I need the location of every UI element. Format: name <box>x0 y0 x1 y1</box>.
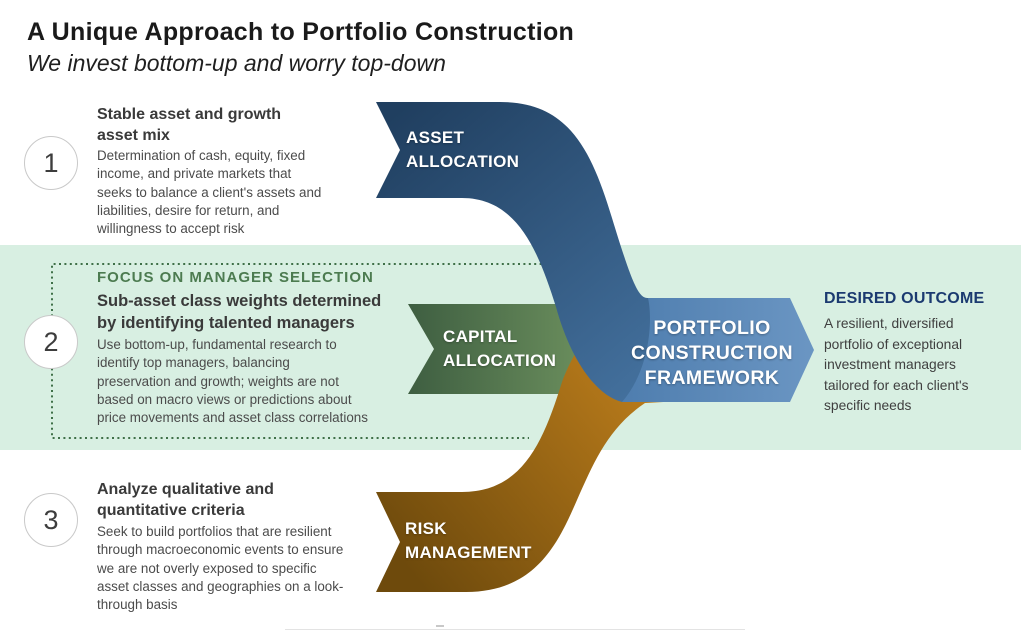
framework-arrow <box>622 298 814 402</box>
step-3-circle: 3 <box>24 493 78 547</box>
page-subtitle: We invest bottom-up and worry top-down <box>27 50 446 76</box>
framework-label: PORTFOLIO CONSTRUCTION FRAMEWORK <box>631 317 793 389</box>
step-2-circle: 2 <box>24 315 78 369</box>
desired-outcome-title: DESIRED OUTCOME <box>824 290 985 307</box>
step-1-heading: Stable asset and growth asset mix <box>97 106 282 144</box>
step-2-heading: Sub-asset class weights determined by id… <box>97 292 382 332</box>
footer-divider <box>285 629 745 630</box>
step-3-number: 3 <box>43 504 59 535</box>
footer-mark <box>436 625 444 627</box>
asset-allocation-label: ASSET ALLOCATION <box>406 128 520 171</box>
manager-selection-dotted-border <box>51 263 547 439</box>
step-3-body: Seek to build portfolios that are resili… <box>97 524 344 613</box>
risk-management-label: RISK MANAGEMENT <box>405 519 532 562</box>
step-2-kicker: FOCUS ON MANAGER SELECTION <box>97 269 374 286</box>
desired-outcome-body: A resilient, diversified portfolio of ex… <box>824 316 969 414</box>
step-1-circle: 1 <box>24 136 78 190</box>
step-2-number: 2 <box>43 326 59 357</box>
page-title: A Unique Approach to Portfolio Construct… <box>27 18 575 46</box>
asset-allocation-ribbon <box>376 102 650 402</box>
step-1-number: 1 <box>43 147 59 178</box>
step-2-body: Use bottom-up, fundamental research to i… <box>97 337 368 426</box>
step-3-heading: Analyze qualitative and quantitative cri… <box>97 481 274 519</box>
step-1-body: Determination of cash, equity, fixed inc… <box>97 148 322 237</box>
capital-allocation-label: CAPITAL ALLOCATION <box>443 327 557 370</box>
